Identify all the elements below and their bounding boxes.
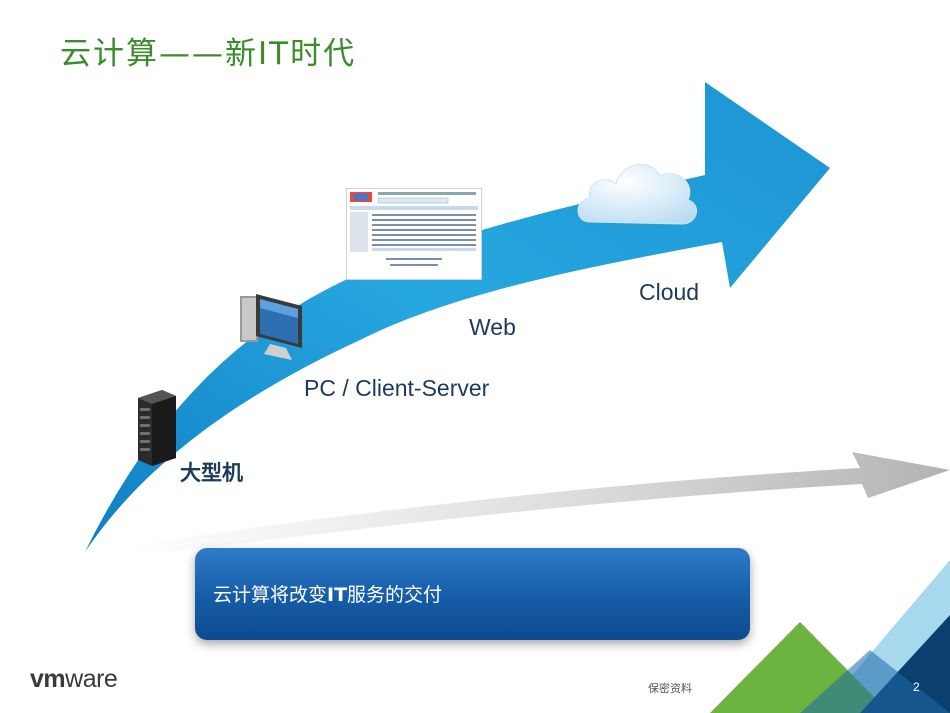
corner-mid-blue — [800, 650, 950, 713]
stage-label-web: Web — [469, 314, 516, 340]
mainframe-server-icon — [138, 390, 176, 466]
confidential-label: 保密资料 — [648, 682, 692, 695]
stage-label-cloud: Cloud — [639, 279, 700, 305]
page-title: 云计算——新IT时代 — [60, 36, 357, 72]
callout-suffix: 服务的交付 — [347, 584, 443, 606]
cloud-icon — [577, 164, 697, 225]
logo-prefix: vm — [30, 665, 66, 693]
page-number: 2 — [913, 680, 920, 694]
pc-monitor-icon — [240, 294, 302, 360]
callout-prefix: 云计算将改变 — [213, 584, 328, 606]
stage-label-mainframe: 大型机 — [180, 461, 243, 485]
web-browser-screenshot-icon — [346, 188, 482, 280]
callout-box: 云计算将改变IT服务的交付 — [195, 548, 750, 640]
callout-highlight: IT — [327, 584, 348, 606]
logo-suffix: ware — [65, 665, 118, 693]
vmware-logo: vmware — [30, 665, 118, 694]
callout-text: 云计算将改变IT服务的交付 — [213, 580, 442, 607]
shadow-arrow — [130, 452, 950, 556]
stage-label-pc: PC / Client-Server — [304, 375, 490, 401]
